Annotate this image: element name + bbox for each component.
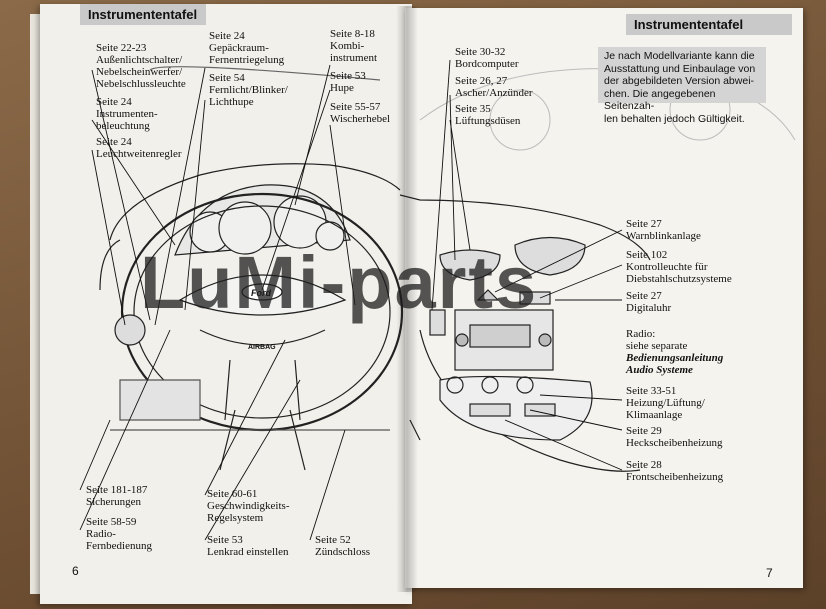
- note-line: len behalten jedoch Gültigkeit.: [604, 112, 745, 125]
- watermark: LuMi-parts: [140, 241, 539, 324]
- airbag-badge: AIRBAG: [248, 344, 276, 351]
- note-line: Je nach Modellvariante kann die: [604, 50, 755, 62]
- right-page-number: 7: [766, 566, 773, 580]
- right-page: [405, 8, 803, 588]
- note-line: chen. Die angegebenen Seitenzah-: [604, 87, 716, 113]
- note-line: der abgebildeten Version abwei-: [604, 75, 755, 87]
- ford-badge: Ford: [251, 288, 271, 298]
- note-line: Ausstattung und Einbaulage von: [604, 62, 756, 75]
- model-variant-note: Je nach Modellvariante kann die Ausstatt…: [598, 47, 766, 125]
- left-page-header: Instrumententafel: [80, 4, 206, 25]
- label-radio: Radio:siehe separate: [626, 328, 688, 352]
- book-gutter: [396, 6, 418, 592]
- right-page-header: Instrumententafel: [626, 14, 792, 35]
- left-page-number: 6: [72, 564, 79, 578]
